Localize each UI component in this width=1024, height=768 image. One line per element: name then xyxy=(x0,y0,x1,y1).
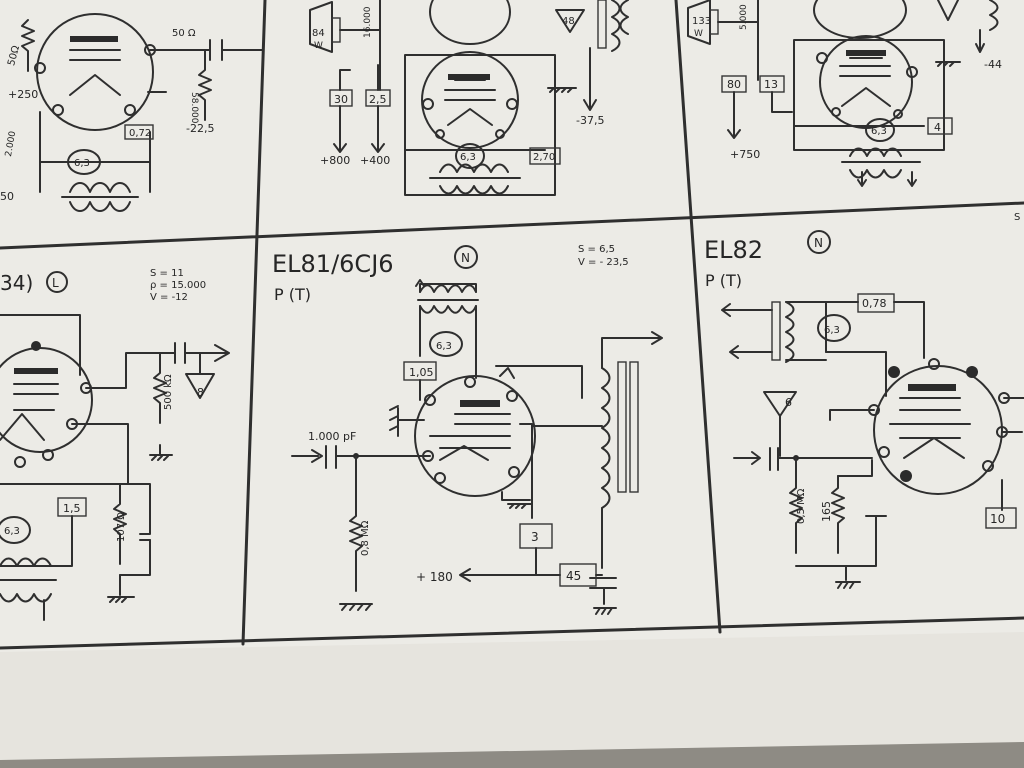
tr-wire-label: 5.000 xyxy=(739,4,749,30)
panel-center-s: S = 6,5 xyxy=(578,244,615,255)
panel-left-circuit: 34) L S = 11 ρ = 15.000 V = -12 500 kΩ 8… xyxy=(0,268,230,621)
panel-left-resistor-label: 500 kΩ xyxy=(163,374,174,410)
panel-right-box-anode-label: 10 xyxy=(990,512,1005,526)
tr-speaker-label: 133 xyxy=(692,16,711,27)
panel-center-grid-resistor-label: 0,8 MΩ xyxy=(360,520,371,556)
tc-box2-label: 2,5 xyxy=(369,93,387,106)
tc-plus1-label: +800 xyxy=(320,154,350,167)
tr-box1-label: 80 xyxy=(727,78,741,91)
tc-box3-label: 2,70 xyxy=(533,152,555,163)
page-edge-shadow xyxy=(0,742,1024,768)
panel-left-v: V = -12 xyxy=(150,292,188,303)
top-center-circuit: 84 W 16.000 30 2,5 48 -37,5 +800 +400 6,… xyxy=(309,0,629,196)
tr-heater-label: 6,3 xyxy=(871,126,887,137)
top-left-circuit: 50Ω 50 Ω 58.000 2.000 +250 -22,5 50 0,72… xyxy=(0,13,263,212)
panel-center-box-heater-label: 1,05 xyxy=(409,366,434,379)
panel-left-box-label: 1,5 xyxy=(63,502,81,515)
tl-box-label: 0,72 xyxy=(129,128,151,139)
tc-speaker-label: 84 xyxy=(312,28,325,39)
panel-right-triangle-label: 6 xyxy=(785,396,792,409)
panel-right-cathode-label: 165 xyxy=(820,501,833,522)
panel-center-badge: N xyxy=(461,251,470,265)
top-right-circuit: 133 W 5.000 80 13 +750 6,3 4 -44 xyxy=(687,0,1002,187)
tc-neg-label: -37,5 xyxy=(576,114,604,127)
tl-r1-label: 50Ω xyxy=(6,44,22,67)
panel-right-edge-letter: S xyxy=(1014,212,1020,223)
panel-right-heater-label: 6,3 xyxy=(824,325,840,336)
panel-left-badge: L xyxy=(52,276,59,290)
tr-box3-label: 4 xyxy=(934,121,941,134)
panel-center-title: EL81/6CJ6 xyxy=(272,250,394,278)
panel-right-box-top-label: 0,78 xyxy=(862,297,887,310)
panel-center-box-supply-label: 45 xyxy=(566,569,581,583)
tr-neg-label: -44 xyxy=(984,58,1002,71)
panel-right-title: EL82 xyxy=(704,236,763,264)
panel-center-v: V = - 23,5 xyxy=(578,257,629,268)
panel-left-cathode-label: 107 Ω xyxy=(116,512,127,542)
panel-center-capacitor-label: 1.000 pF xyxy=(308,430,356,443)
tr-box2-label: 13 xyxy=(764,78,778,91)
tl-r4-label: 2.000 xyxy=(4,130,18,157)
panel-center-badge-circle xyxy=(454,245,478,269)
panel-right-circuit: EL82 N P (T) S 10 6 xyxy=(704,212,1024,589)
panel-center-heater-label: 6,3 xyxy=(436,341,452,352)
tl-v3-label: 50 xyxy=(0,190,14,203)
tl-v1-label: +250 xyxy=(8,88,38,101)
tl-heater-label: 6,3 xyxy=(74,158,90,169)
panel-center-box-screen-label: 3 xyxy=(531,530,539,544)
tc-heater-label: 6,3 xyxy=(460,152,476,163)
panel-left-heater-label: 6,3 xyxy=(4,526,20,537)
panel-right-grid-resistor-label: 0,5 MΩ xyxy=(796,488,807,524)
tc-box1-label: 30 xyxy=(334,93,348,106)
paper-margin xyxy=(0,632,1024,760)
panel-left-badge-circle xyxy=(46,271,68,293)
panel-right-badge-circle xyxy=(807,230,831,254)
tc-triangle-label: 48 xyxy=(562,16,575,27)
panel-center-mode: P (T) xyxy=(274,285,311,304)
panel-center-supply-label: + 180 xyxy=(416,570,453,584)
tc-speaker-unit: W xyxy=(314,41,323,51)
panel-left-triangle-label: 8 xyxy=(197,386,204,399)
panel-right-mode: P (T) xyxy=(705,271,742,290)
panel-left-s: S = 11 xyxy=(150,268,184,279)
tl-r3-label: 58.000 xyxy=(189,92,199,124)
tc-wire-label: 16.000 xyxy=(363,6,373,38)
tr-speaker-unit: W xyxy=(694,29,703,39)
panel-left-rho: ρ = 15.000 xyxy=(150,280,206,291)
tr-plus-label: +750 xyxy=(730,148,760,161)
panel-grid xyxy=(0,0,1024,650)
tl-v2-label: -22,5 xyxy=(186,122,214,135)
panel-right-badge: N xyxy=(814,236,823,250)
panel-left-title: 34) xyxy=(0,271,33,295)
panel-center-circuit: EL81/6CJ6 N P (T) S = 6,5 V = - 23,5 xyxy=(272,244,663,615)
tc-plus2-label: +400 xyxy=(360,154,390,167)
tl-r2-label: 50 Ω xyxy=(172,28,196,39)
